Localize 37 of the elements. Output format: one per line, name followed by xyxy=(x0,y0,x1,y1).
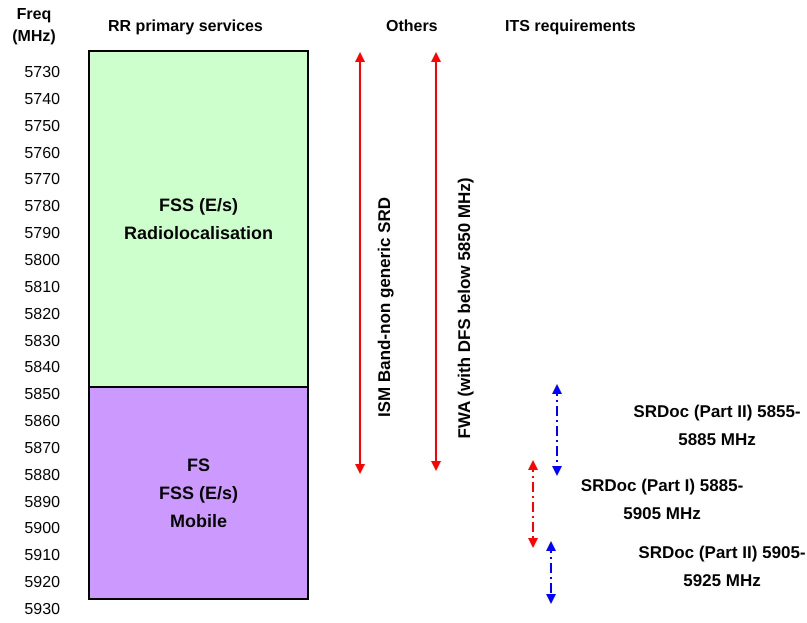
frequency-tick: 5770 xyxy=(23,171,60,190)
frequency-tick: 5910 xyxy=(23,547,60,566)
frequency-band xyxy=(88,386,309,600)
column-header: RR primary services xyxy=(108,17,263,37)
frequency-tick: 5760 xyxy=(23,144,60,163)
rotated-label: FWA (with DFS below 5850 MHz) xyxy=(454,178,475,438)
band-label: SRDoc (Part I) 5885-5905 MHz xyxy=(580,475,744,525)
band-label: SRDoc (Part II) 5905-5925 MHz xyxy=(637,542,807,592)
frequency-tick: 5750 xyxy=(23,118,60,136)
band-label: FSS (E/s) xyxy=(158,194,238,217)
band-label: Radiolocalisation xyxy=(124,222,274,245)
band-label: FS xyxy=(186,454,210,477)
frequency-tick: 5840 xyxy=(23,359,60,378)
frequency-band xyxy=(88,50,309,388)
frequency-tick: 5730 xyxy=(23,64,60,82)
frequency-tick: 5800 xyxy=(23,252,60,270)
frequency-tick: 5880 xyxy=(23,466,60,485)
rotated-label: ISM Band-non generic SRD xyxy=(374,196,395,418)
column-header: Others xyxy=(386,17,438,37)
band-label: SRDoc (Part II) 5855-5885 MHz xyxy=(632,401,802,451)
frequency-tick: 5870 xyxy=(23,440,60,458)
frequency-tick: 5920 xyxy=(23,574,60,592)
frequency-tick: 5890 xyxy=(23,494,60,512)
column-header: ITS requirements xyxy=(505,17,636,37)
band-label: FSS (E/s) xyxy=(158,482,238,505)
frequency-tick: 5930 xyxy=(23,601,60,619)
axis-title: Freq (MHz) xyxy=(11,5,57,47)
frequency-tick: 5820 xyxy=(23,306,60,324)
frequency-tick: 5780 xyxy=(23,198,60,216)
frequency-tick: 5790 xyxy=(23,225,60,244)
frequency-tick: 5740 xyxy=(23,90,60,109)
frequency-tick: 5850 xyxy=(23,386,60,404)
frequency-tick: 5860 xyxy=(23,413,60,432)
frequency-tick: 5900 xyxy=(23,520,60,538)
band-label: Mobile xyxy=(170,510,227,533)
frequency-tick: 5810 xyxy=(23,278,60,297)
frequency-tick: 5830 xyxy=(23,332,60,350)
